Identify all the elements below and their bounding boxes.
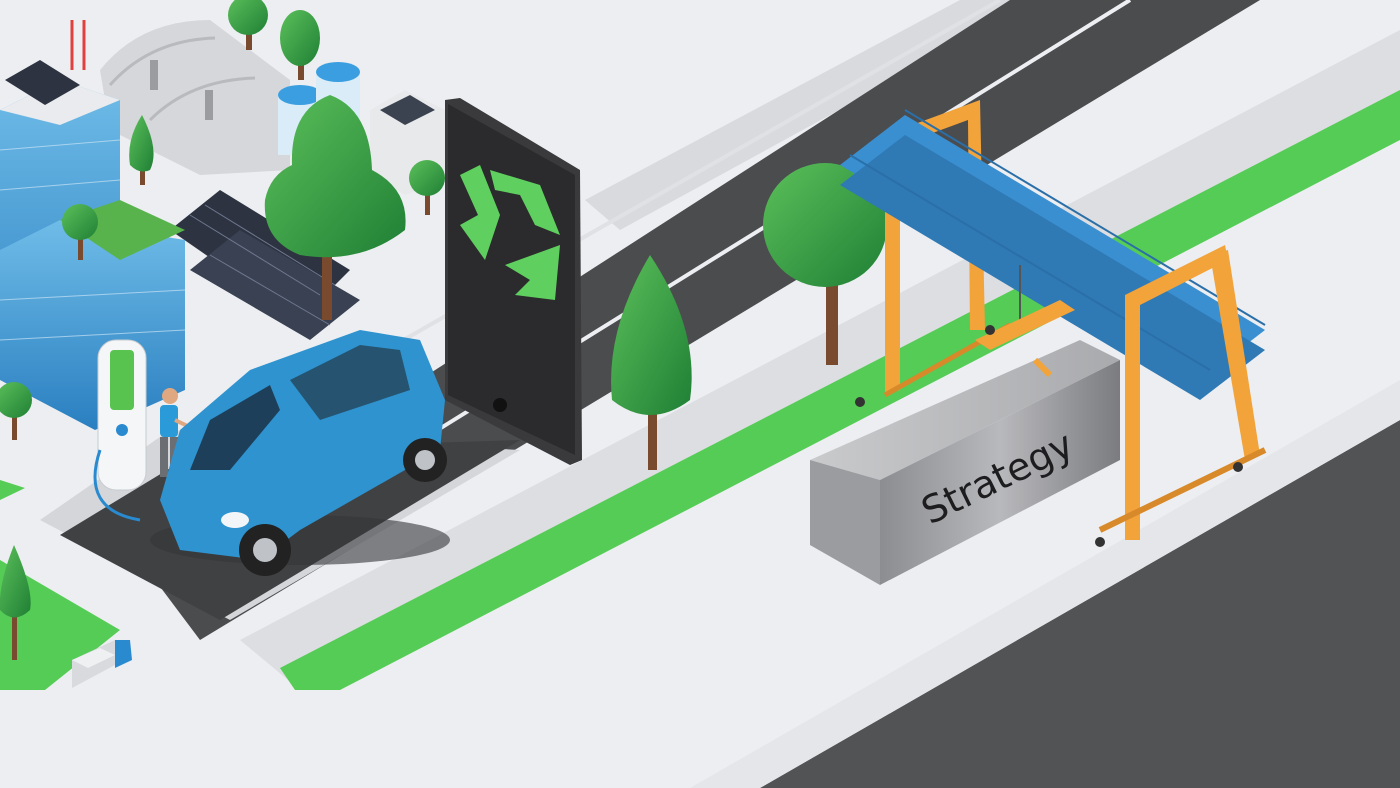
tree-small [0, 0, 445, 660]
green-patch-small [0, 480, 25, 500]
tree-large [264, 95, 406, 320]
tree-cone [611, 255, 692, 470]
strategy-block: Strategy [810, 340, 1120, 585]
delivery-truck [72, 640, 132, 688]
electric-car [150, 330, 450, 576]
solar-panels [170, 190, 360, 340]
green-lane [280, 90, 1400, 690]
charging-station [93, 339, 147, 522]
sidewalk-lower [240, 30, 1400, 690]
office-building [0, 20, 186, 430]
gantry-crane [840, 100, 1267, 547]
green-patch [0, 560, 120, 690]
road-lower-edge [690, 380, 1400, 788]
recycle-arrows-icon [460, 165, 560, 300]
